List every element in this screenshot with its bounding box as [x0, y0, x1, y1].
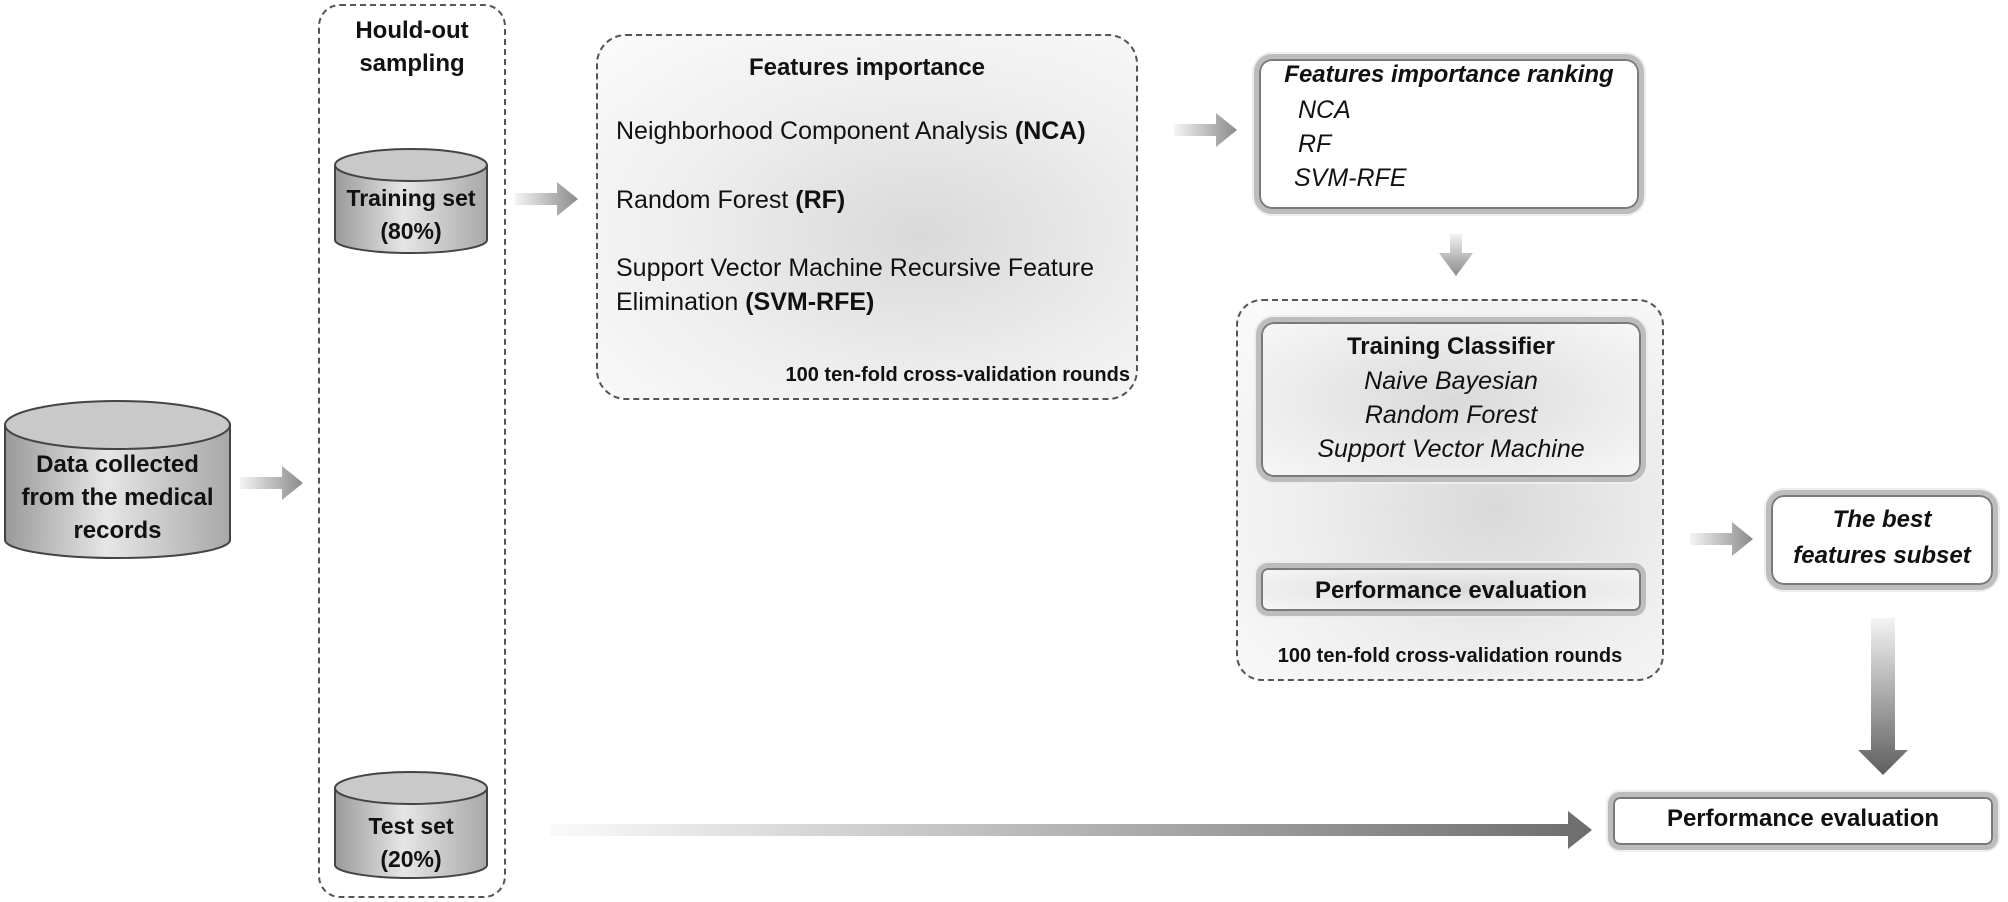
nca-abbr: (NCA): [1014, 117, 1086, 145]
features-importance-group: [596, 34, 1138, 400]
ranking-item-rf: RF: [1298, 130, 1332, 158]
feature-method-svm-rfe: Support Vector Machine Recursive Feature…: [616, 251, 1141, 319]
nca-text: Neighborhood Component Analysis: [616, 117, 1015, 145]
best-features-subset-box: [1766, 490, 1998, 590]
features-rounds-label: 100 ten-fold cross-validation rounds: [785, 364, 1130, 386]
classifier-item-svm: Support Vector Machine: [1317, 435, 1585, 463]
rf-abbr: (RF): [795, 186, 846, 214]
svm-line-1: Support Vector Machine Recursive Feature: [616, 254, 1095, 282]
source-line-2: from the medical: [21, 484, 214, 511]
test-line-2: (20%): [380, 846, 442, 872]
training-line-2: (80%): [380, 218, 442, 244]
source-line-1: Data collected: [36, 451, 199, 478]
training-classifier-box: [1256, 317, 1646, 482]
arrow-training-to-features: [515, 182, 578, 216]
ranking-item-svm-rfe: SVM-RFE: [1294, 164, 1407, 192]
arrow-test-to-final-evaluation: [550, 811, 1592, 849]
training-set-cylinder: [334, 148, 488, 254]
classifier-rounds-label: 100 ten-fold cross-validation rounds: [1277, 645, 1623, 667]
arrow-source-to-sampling: [240, 466, 303, 500]
feature-method-rf: Random Forest (RF): [616, 183, 1136, 217]
features-ranking-box: [1254, 54, 1644, 214]
arrow-features-to-ranking: [1174, 113, 1237, 147]
source-line-3: records: [73, 517, 162, 544]
features-importance-title: Features importance: [748, 54, 986, 81]
final-performance-evaluation-box: [1608, 792, 1998, 850]
arrow-group-to-best-subset: [1690, 522, 1753, 556]
test-set-label: Test set (20%): [335, 810, 487, 876]
classifier-item-naive-bayes: Naive Bayesian: [1364, 367, 1538, 395]
arrow-best-subset-to-final-evaluation: [1858, 618, 1908, 775]
training-line-1: Training set: [346, 185, 476, 211]
holdout-sampling-title: Hould-out sampling: [318, 14, 506, 80]
final-performance-evaluation-label: Performance evaluation: [1666, 805, 1940, 832]
training-set-label: Training set (80%): [335, 182, 487, 248]
test-set-cylinder: [334, 771, 488, 879]
arrow-ranking-to-classifier: [1439, 234, 1473, 276]
svm-abbr: (SVM-RFE): [745, 288, 875, 316]
svm-line-2: Elimination: [616, 288, 746, 316]
test-line-1: Test set: [368, 813, 454, 839]
sampling-title-line-1: Hould-out: [355, 17, 469, 44]
source-cylinder: [4, 400, 231, 559]
feature-method-nca: Neighborhood Component Analysis (NCA): [616, 114, 1136, 148]
classifier-performance-evaluation-label: Performance evaluation: [1314, 577, 1588, 604]
features-ranking-title: Features importance ranking: [1284, 61, 1614, 88]
best-subset-line-1: The best: [1832, 506, 1932, 533]
training-classifier-title: Training Classifier: [1346, 333, 1556, 360]
classifier-performance-evaluation-box: [1256, 563, 1646, 616]
classifier-item-random-forest: Random Forest: [1364, 401, 1538, 429]
source-data-label: Data collected from the medical records: [5, 448, 230, 547]
sampling-title-line-2: sampling: [359, 50, 465, 77]
best-subset-line-2: features subset: [1793, 542, 1971, 569]
ranking-item-nca: NCA: [1298, 96, 1351, 124]
rf-text: Random Forest: [616, 186, 796, 214]
best-features-subset-label: The best features subset: [1766, 502, 1998, 574]
holdout-sampling-group: [318, 4, 506, 898]
